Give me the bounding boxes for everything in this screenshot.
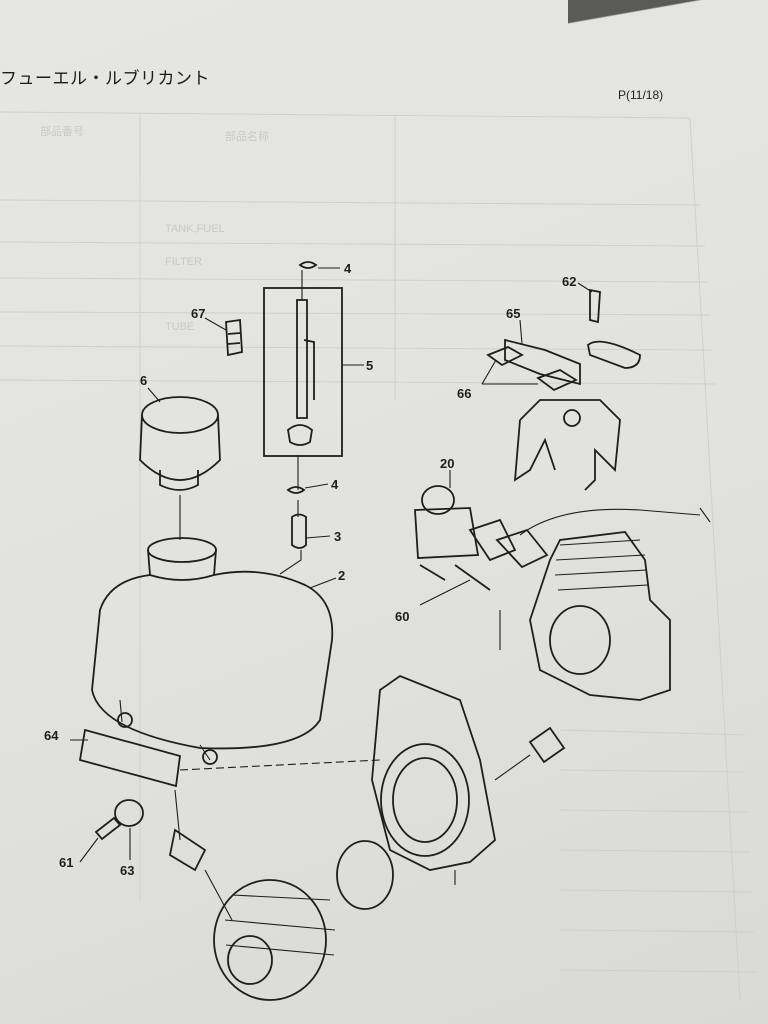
part-64 xyxy=(78,728,181,788)
callout: 66 xyxy=(457,386,471,401)
svg-text:部品番号: 部品番号 xyxy=(40,124,84,138)
svg-text:部品名称: 部品名称 xyxy=(225,129,269,143)
callout: 62 xyxy=(562,274,576,289)
callout-labels: 4 5 67 6 4 3 2 62 65 66 20 60 64 61 63 xyxy=(44,261,576,878)
part-fuel-tank xyxy=(91,537,334,765)
part-recoil-starter xyxy=(168,789,394,1001)
leader-lines xyxy=(70,267,593,863)
callout: 5 xyxy=(366,358,373,373)
page-number: P(11/18) xyxy=(618,88,664,102)
part-61 xyxy=(94,816,122,841)
part-filter-assembly xyxy=(263,261,343,575)
callout: 6 xyxy=(140,373,147,388)
part-fan-housing xyxy=(179,674,566,885)
callout: 2 xyxy=(338,568,345,583)
photo-shadow xyxy=(568,0,768,40)
svg-text:TANK,FUEL: TANK,FUEL xyxy=(165,223,225,235)
callout: 64 xyxy=(44,728,59,743)
page-title: フューエル・ルブリカント xyxy=(0,69,210,88)
part-carburetor-engine xyxy=(414,485,711,701)
callout: 63 xyxy=(120,863,134,878)
callout: 67 xyxy=(191,306,205,321)
svg-text:TUBE: TUBE xyxy=(165,321,194,333)
callout: 3 xyxy=(334,529,341,544)
callout: 4 xyxy=(331,477,339,492)
callout: 65 xyxy=(506,306,520,321)
part-fuel-cap xyxy=(139,396,221,540)
callout: 61 xyxy=(59,855,73,870)
callout: 4 xyxy=(344,261,352,276)
svg-text:FILTER: FILTER xyxy=(165,256,202,268)
part-63 xyxy=(114,799,144,827)
background-table: 部品番号 部品名称 TANK,FUEL FILTER TUBE xyxy=(0,111,757,1001)
part-bracket xyxy=(486,288,641,491)
callout: 20 xyxy=(440,456,454,471)
callout: 60 xyxy=(395,609,409,624)
part-67 xyxy=(225,318,243,357)
